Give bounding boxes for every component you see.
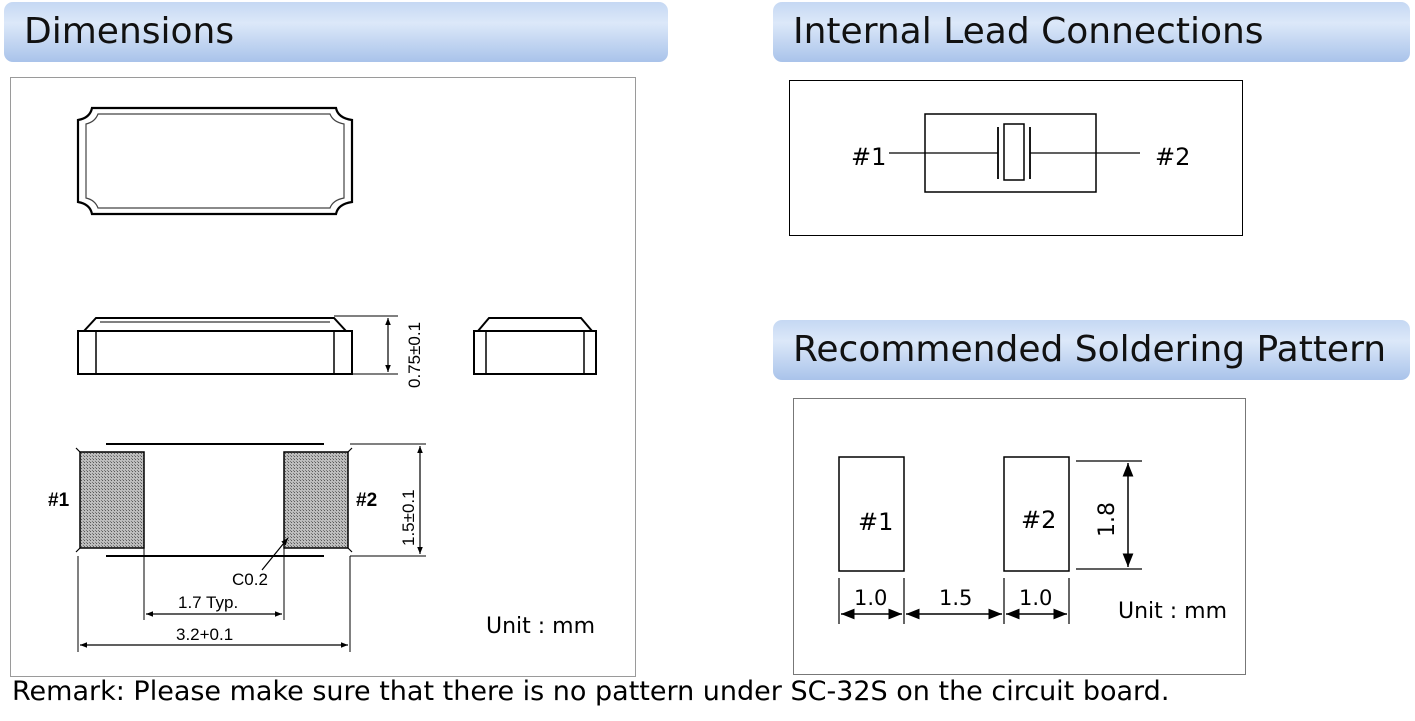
height-dimension-label: 0.75±0.1 xyxy=(405,322,424,388)
package-side-view xyxy=(77,315,398,375)
pad-height-label: 1.8 xyxy=(1095,502,1120,537)
electrode-pad-1 xyxy=(79,451,145,549)
length-label: 3.2+0.1 xyxy=(176,625,233,644)
package-bottom-view xyxy=(75,443,426,652)
dimensions-unit-label: Unit : mm xyxy=(486,614,596,639)
soldering-pattern-header: Recommended Soldering Pattern xyxy=(773,320,1410,380)
package-top-view xyxy=(76,106,354,216)
solder-pad-1 xyxy=(838,456,905,572)
dimensions-panel xyxy=(10,77,636,677)
pad-width-right-label: 1.0 xyxy=(1019,586,1052,610)
soldering-pattern-title: Recommended Soldering Pattern xyxy=(793,329,1387,370)
remark-text: Remark: Please make sure that there is n… xyxy=(12,676,1170,707)
solder-unit-label: Unit : mm xyxy=(1118,599,1228,624)
pad-gap-label: 1.5 xyxy=(939,586,972,610)
soldering-pattern xyxy=(838,456,1142,624)
lead-connections-header: Internal Lead Connections xyxy=(773,2,1410,62)
lead-pin1-label: #1 xyxy=(851,143,886,171)
pad-width-left-label: 1.0 xyxy=(854,586,887,610)
solder-pad2-label: #2 xyxy=(1021,506,1056,534)
solder-pad1-label: #1 xyxy=(858,508,893,536)
crystal-schematic xyxy=(889,113,1140,193)
bottom-pin1-label: #1 xyxy=(48,490,70,511)
lead-pin2-label: #2 xyxy=(1155,143,1190,171)
package-end-view xyxy=(473,317,597,375)
dimensions-header: Dimensions xyxy=(4,2,668,62)
pitch-label: 1.7 Typ. xyxy=(178,593,238,612)
width-dimension-label: 1.5±0.1 xyxy=(399,489,418,546)
soldering-pattern-panel xyxy=(793,398,1246,675)
bottom-pin2-label: #2 xyxy=(356,490,377,511)
lead-connections-title: Internal Lead Connections xyxy=(793,11,1264,52)
dimensions-title: Dimensions xyxy=(24,11,235,52)
lead-connections-panel xyxy=(789,80,1243,236)
electrode-pad-2 xyxy=(283,451,349,549)
chamfer-label: C0.2 xyxy=(232,570,268,589)
solder-pad-2 xyxy=(1003,456,1070,572)
